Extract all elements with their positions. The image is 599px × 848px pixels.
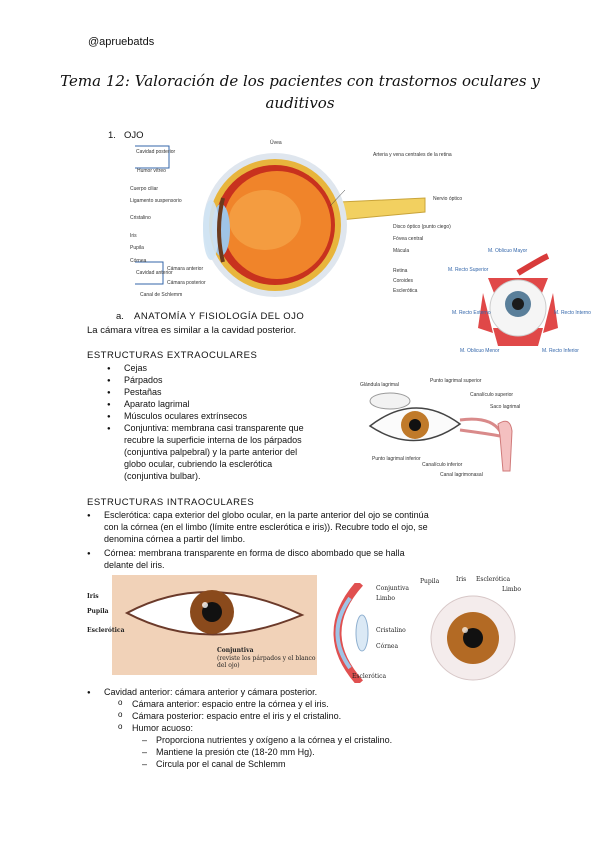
extraocular-muscles-illustration — [478, 253, 558, 346]
eye-cross-section-illustration — [132, 145, 426, 297]
label-pupila: Pupila — [87, 608, 109, 615]
label-conjuntiva: Conjuntiva — [217, 647, 254, 654]
label-conjuntiva-note: (reviste los párpados y el blanco del oj… — [217, 655, 316, 669]
list-item: Músculos oculares extrínsecos — [107, 410, 364, 423]
label-canal-schlemm: Canal de Schlemm — [140, 292, 183, 298]
esclerotica-line: Esclerótica: capa exterior del globo ocu… — [87, 509, 534, 522]
label-cuerpo-ciliar: Cuerpo ciliar — [130, 186, 159, 192]
label-arteria-vena: Arteria y vena centrales de la retina — [373, 152, 452, 158]
external-eye-image: Iris Pupila Esclerótica Conjuntiva (revi… — [87, 575, 317, 675]
label-canal-lagrimonasal: Canal lagrimonasal — [440, 472, 483, 478]
iris-front-illustration — [430, 595, 516, 681]
esclerotica-line: con la córnea (en el limbo (límite entre… — [104, 522, 428, 532]
label-punto-inferior: Punto lagrimal inferior — [372, 456, 421, 462]
label-limbo-front: Limbo — [502, 586, 522, 593]
conjuntiva-continuation: recubre la superficie interna de los pár… — [124, 434, 364, 482]
conjuntiva-line: (conjuntiva bulbar). — [124, 471, 201, 481]
label-cavidad-posterior: Cavidad posterior — [136, 149, 176, 155]
list-item: Pestañas — [107, 386, 364, 399]
label-limbo-cs: Limbo — [376, 595, 396, 602]
esclerotica-paragraph: Esclerótica: capa exterior del globo ocu… — [87, 509, 534, 545]
list-item: Proporciona nutrientes y oxígeno a la có… — [142, 734, 536, 746]
section-heading: OJO — [124, 130, 144, 141]
subsection-marker: a. — [116, 311, 124, 322]
list-item: Humor acuoso: — [118, 721, 532, 734]
label-uvea: Úvea — [270, 140, 282, 146]
label-pupila: Pupila — [130, 245, 144, 251]
label-canaliculo-superior: Canalículo superior — [470, 392, 514, 398]
label-cavidad-anterior: Cavidad anterior — [136, 270, 173, 276]
label-oblicuo-menor: M. Oblicuo Menor — [460, 348, 500, 354]
list-item-conjuntiva: Conjuntiva: membrana casi transparente q… — [107, 422, 364, 435]
label-esclerotica-cs: Esclerótica — [352, 673, 387, 680]
cornea-diagram: Conjuntiva Limbo Cristalino Córnea Escle… — [320, 580, 415, 686]
conjuntiva-line: globo ocular, cubriendo la esclerótica — [124, 459, 273, 469]
iris-diagram: Pupila Iris Esclerótica Limbo — [418, 576, 528, 684]
label-nervio-optico: Nervio óptico — [433, 196, 463, 202]
conjuntiva-line: recubre la superficie interna de los pár… — [124, 435, 302, 445]
label-punto-superior: Punto lagrimal superior — [430, 378, 482, 384]
label-iris-front: Iris — [456, 576, 467, 583]
label-esclerotica: Esclerótica — [393, 288, 418, 294]
cavidad-sub-list: Cámara anterior: espacio entre la córnea… — [118, 697, 532, 734]
list-item: Circula por el canal de Schlemm — [142, 758, 536, 770]
list-item: Cámara anterior: espacio entre la córnea… — [118, 697, 532, 710]
label-camara-anterior: Cámara anterior — [167, 266, 204, 272]
list-item: Cejas — [107, 362, 364, 375]
label-cornea-cs: Córnea — [376, 643, 399, 650]
humor-acuoso-list: Proporciona nutrientes y oxígeno a la có… — [142, 734, 536, 770]
cavidad-main-text: Cavidad anterior: cámara anterior y cáma… — [87, 686, 524, 699]
label-esclerotica: Esclerótica — [87, 627, 125, 634]
list-item: Párpados — [107, 374, 364, 387]
label-canaliculo-inferior: Canalículo inferior — [422, 462, 463, 468]
label-disco-optico: Disco óptico (punto ciego) — [393, 224, 451, 230]
cornea-line: delante del iris. — [104, 560, 165, 570]
label-iris: Iris — [130, 233, 137, 239]
label-retina: Retina — [393, 268, 408, 274]
list-item: Aparato lagrimal — [107, 398, 364, 411]
label-macula: Mácula — [393, 248, 410, 254]
label-ligamento: Ligamento suspensorio — [130, 198, 182, 204]
author-handle: @apruebatds — [88, 36, 155, 48]
esclerotica-line: denomina córnea a partir del limbo. — [104, 534, 246, 544]
cornea-cross-section-illustration — [333, 580, 369, 686]
cornea-line: Córnea: membrana transparente en forma d… — [87, 547, 534, 560]
extraocular-heading: ESTRUCTURAS EXTRAOCULARES — [87, 350, 258, 361]
label-cristalino: Cristalino — [130, 215, 151, 221]
list-item: Mantiene la presión cte (18-20 mm Hg). — [142, 746, 536, 758]
label-fovea: Fóvea central — [393, 236, 424, 242]
conjuntiva-line: (conjuntiva palpebral) y la parte anteri… — [124, 447, 298, 457]
label-esclerotica-front: Esclerótica — [476, 576, 511, 583]
label-pupila-front: Pupila — [420, 578, 440, 585]
label-oblicuo-mayor: M. Oblicuo Mayor — [488, 248, 528, 254]
label-conjuntiva-cs: Conjuntiva — [376, 585, 409, 592]
list-item: Cámara posterior: espacio entre el iris … — [118, 709, 532, 722]
muscle-diagram: M. Oblicuo Mayor M. Recto Superior M. Re… — [448, 248, 591, 358]
label-humor-vitreo: Humor vítreo — [137, 168, 166, 174]
cornea-paragraph: Córnea: membrana transparente en forma d… — [87, 547, 534, 571]
lacrimal-apparatus-illustration — [368, 392, 513, 472]
label-iris: Iris — [87, 593, 99, 600]
conjuntiva-line: Conjuntiva: membrana casi transparente q… — [124, 423, 304, 433]
page-title: Tema 12: Valoración de los pacientes con… — [60, 72, 540, 112]
label-recto-inferior: M. Recto Inferior — [542, 348, 579, 354]
label-cornea: Córnea — [130, 258, 147, 264]
section-number: 1. — [108, 130, 116, 141]
label-coroides: Coroides — [393, 278, 414, 284]
extraocular-list: Cejas Párpados Pestañas Aparato lagrimal… — [107, 362, 364, 435]
label-recto-interno: M. Recto Interno — [554, 310, 591, 316]
label-glandula: Glándula lagrimal — [360, 382, 399, 388]
eye-anatomy-diagram: Cavidad posterior Humor vítreo Cuerpo ci… — [130, 140, 475, 305]
label-saco: Saco lagrimal — [490, 404, 521, 410]
subsection-heading: ANATOMÍA Y FISIOLOGÍA DEL OJO — [134, 311, 305, 322]
lacrimal-diagram: Glándula lagrimal Punto lagrimal superio… — [360, 376, 535, 486]
external-eye-illustration — [112, 575, 317, 675]
label-camara-posterior: Cámara posterior — [167, 280, 206, 286]
label-recto-externo: M. Recto Externo — [452, 310, 491, 316]
label-recto-superior: M. Recto Superior — [448, 267, 489, 273]
intraocular-heading: ESTRUCTURAS INTRAOCULARES — [87, 497, 255, 508]
cavidad-main: Cavidad anterior: cámara anterior y cáma… — [87, 686, 524, 699]
intro-text: La cámara vítrea es similar a la cavidad… — [87, 325, 297, 336]
label-cristalino-cs: Cristalino — [376, 627, 406, 634]
